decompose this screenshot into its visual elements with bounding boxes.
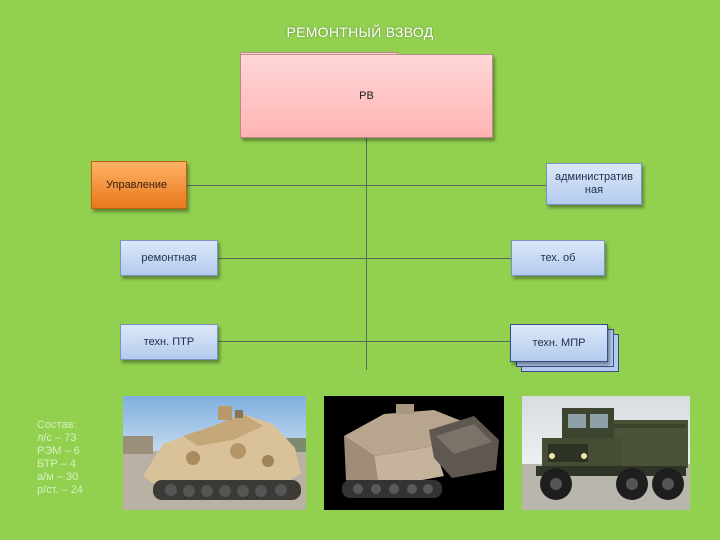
tech-mpr-node-label: техн. МПР <box>532 337 586 349</box>
management-node-label: Управление <box>106 179 168 191</box>
composition-line: а/м – 30 <box>37 471 79 483</box>
tech-ob-node-label: тех. об <box>540 252 576 264</box>
tech-ptr-node-label: техн. ПТР <box>143 336 195 348</box>
composition-list: Состав: л/с – 73 РЭМ – 6 БТР – 4 а/м – 3… <box>37 419 117 497</box>
engineering-vehicle-photo <box>324 396 504 510</box>
composition-line: РЭМ – 6 <box>37 445 80 457</box>
rv-node: РВ <box>240 54 493 138</box>
trunk-line <box>366 138 367 370</box>
composition-line: л/с – 73 <box>37 432 77 444</box>
administrative-node: административ ная <box>546 163 642 205</box>
repair-node-label: ремонтная <box>141 252 197 264</box>
armored-recovery-vehicle-photo <box>123 396 306 510</box>
branch-line-row1 <box>187 185 547 186</box>
tech-ptr-node: техн. ПТР <box>120 324 218 360</box>
diagram-title: РЕМОНТНЫЙ ВЗВОД <box>286 24 434 40</box>
rv-node-label: РВ <box>359 90 374 102</box>
composition-heading: Состав: <box>37 419 77 431</box>
management-node: Управление <box>91 161 187 209</box>
composition-line: р/ст. – 24 <box>37 484 84 496</box>
military-truck-photo <box>522 396 690 510</box>
composition-line: БТР – 4 <box>37 458 77 470</box>
tech-ob-node: тех. об <box>511 240 605 276</box>
repair-node: ремонтная <box>120 240 218 276</box>
branch-line-row3 <box>218 341 512 342</box>
branch-line-row2 <box>218 258 512 259</box>
administrative-node-label: административ ная <box>554 171 634 196</box>
tech-mpr-node: техн. МПР <box>510 324 608 362</box>
